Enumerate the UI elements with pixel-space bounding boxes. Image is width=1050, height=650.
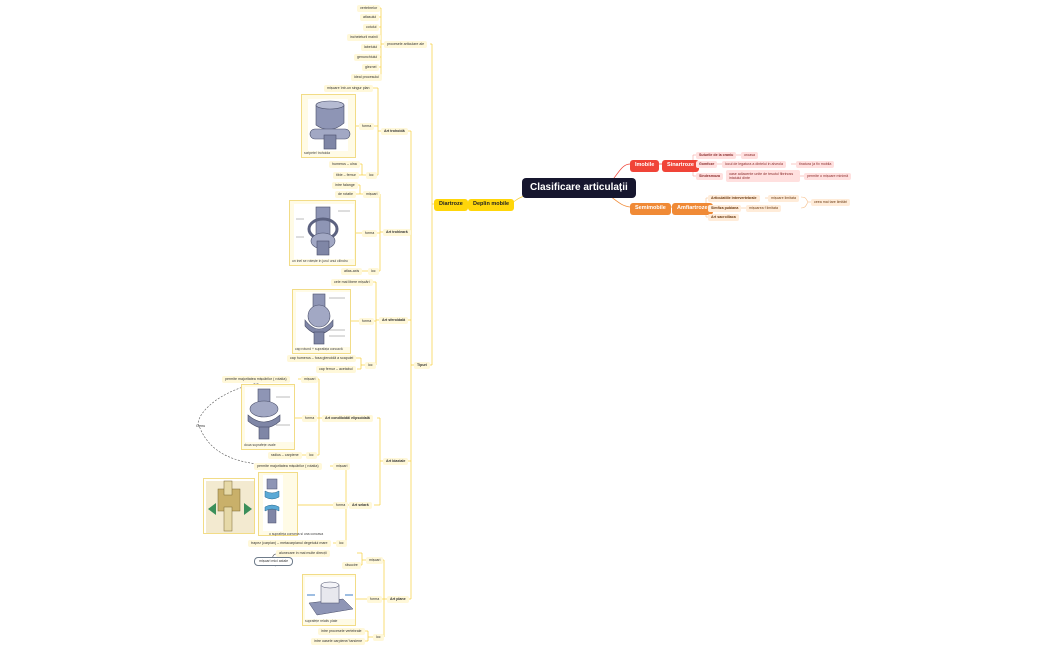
trohleara-misc-item[interactable]: de rotatie (335, 191, 356, 198)
pivot-joint-icon (294, 204, 354, 259)
hinge-joint-figure: scripete/ trohoida (301, 94, 356, 158)
sferoidala-miscare[interactable]: cele mai libere mișcări (331, 279, 373, 286)
procesele-item[interactable]: atlasului (360, 14, 380, 21)
saddle-joint-icon (263, 475, 283, 531)
semimobile-note[interactable]: mișcare limitata (768, 195, 799, 202)
plane-loc-item[interactable]: intre procesele vertebrale (318, 628, 365, 635)
node-tipuri[interactable]: Tipuri (414, 362, 430, 369)
selara-miscari[interactable]: mișcari (333, 463, 351, 470)
plane-loc[interactable]: loc (373, 634, 384, 641)
sindesmoza-note[interactable]: oase adiacente unite de tesutul fibrinos… (726, 170, 800, 182)
trohleara-miscari[interactable]: mișcari (363, 191, 381, 198)
trohoida-loc-item[interactable]: humerus – ulna (329, 161, 360, 168)
condiloida-miscari[interactable]: mișcari (301, 376, 319, 383)
condiloida-loc-item[interactable]: radius – carpiene (268, 452, 302, 459)
branch-diartroze[interactable]: Diartroze (434, 199, 468, 211)
selara-forma[interactable]: forma (333, 502, 349, 509)
trohleara-fig-caption: un inel se rotește in jurul unui cilindr… (292, 259, 348, 263)
trohleara-forma[interactable]: forma (362, 230, 378, 237)
plane-miscari-item[interactable]: alunecare in mai multe direcții (276, 550, 330, 557)
node-selara[interactable]: Art selară (349, 502, 372, 509)
plane-joint-icon (305, 577, 355, 619)
gomfoza-note[interactable]: locul de legatura a dintelui in alveola (722, 161, 786, 168)
saddle-model-figure (203, 478, 255, 534)
plane-fig-caption: suprafețe relativ plate (305, 619, 338, 623)
branch-sinartroze[interactable]: Sinartroze (662, 160, 699, 172)
branch-semimobile[interactable]: Semimobile (630, 203, 671, 215)
trohoida-fig-caption: scripete/ trohoida (304, 151, 331, 155)
selara-loc-item[interactable]: trapez (carpian) – metacarpianul degetul… (248, 540, 331, 547)
trohleara-misc-item[interactable]: intre falange (332, 182, 358, 189)
root-node[interactable]: Clasificare articulații (522, 178, 636, 198)
hinge-joint-icon (308, 99, 351, 151)
branch-deplin-mobile[interactable]: Deplin mobile (468, 199, 515, 211)
condiloida-miscare-item[interactable]: permite majoritatea mișcărilor ( rotatia… (222, 376, 290, 383)
plane-loc-item[interactable]: intre oasele carpiene/ tarsiene (311, 638, 366, 645)
semimobile-shared-note[interactable]: ceea mai tare limitări (811, 199, 851, 206)
node-suturi[interactable]: Suturile de la craniu (696, 152, 737, 159)
selara-miscare-item[interactable]: permite majoritatea mișcărilor ( rotatia… (254, 463, 322, 470)
ball-socket-figure: cap rotund + suprafața concavă (292, 289, 351, 354)
genu-label: Genu (196, 424, 206, 428)
branch-amfiartroze[interactable]: Amfiartroze (672, 203, 713, 215)
node-sindesmoza[interactable]: Sindesmoza (696, 173, 723, 180)
suturi-note[interactable]: oroasa (741, 152, 758, 159)
node-trohoida[interactable]: Art trohoidă (381, 128, 408, 135)
condyloid-joint-figure: doua suprafețe ovale (241, 384, 295, 450)
pivot-joint-figure: un inel se rotește in jurul unui cilindr… (289, 200, 356, 266)
plane-joint-figure: suprafețe relativ plate (302, 574, 356, 626)
plane-forma[interactable]: forma (367, 596, 383, 603)
node-condiloida[interactable]: Art condiloidă/ elipsoidală (322, 415, 373, 422)
plane-miscari[interactable]: mișcari (366, 557, 384, 564)
trohoida-miscare[interactable]: mișcare într-un singur plan (324, 85, 373, 92)
saddle-joint-figure: o suprafeța convexa si una concava (258, 472, 323, 536)
sferoidala-loc[interactable]: loc (365, 362, 376, 369)
sferoidala-loc-item[interactable]: cap humerus – fosa glenoidă a scapulei (287, 355, 357, 362)
node-biaxiale[interactable]: Art biaxiale (383, 458, 409, 465)
trohoida-forma[interactable]: forma (359, 123, 375, 130)
node-plane[interactable]: Art plane (387, 596, 409, 603)
trohleara-loc[interactable]: loc (368, 268, 379, 275)
procesele-item[interactable]: ideal procesului (351, 74, 382, 81)
trohleara-loc-item[interactable]: atlas-axis (341, 268, 363, 275)
node-procesele[interactable]: procesele articulare ale (384, 41, 428, 48)
sferoidala-forma[interactable]: forma (359, 318, 375, 325)
procesele-item[interactable]: genunchiului (354, 54, 381, 61)
condiloida-forma[interactable]: forma (302, 415, 318, 422)
gomfoza-note-2[interactable]: tinatura (a fix mobila (796, 161, 835, 168)
semimobile-item[interactable]: Articulatiile intervertebrale (708, 195, 760, 202)
procesele-item[interactable]: gleznei (362, 64, 380, 71)
sindesmoza-note-2[interactable]: permite o mișcare minimă (804, 173, 852, 180)
node-trohleara[interactable]: Art trohleară (383, 229, 411, 236)
sferoidala-fig-caption: cap rotund + suprafața concavă (295, 347, 343, 351)
selara-fig-caption: o suprafeța convexa si una concava (269, 532, 324, 536)
semimobile-item[interactable]: Art sacroiliaca (708, 214, 739, 221)
condyloid-joint-icon (245, 387, 294, 442)
ball-socket-icon (296, 292, 350, 347)
plane-summary[interactable]: mișcari mici axiale (254, 557, 294, 566)
saddle-model-icon (206, 480, 254, 533)
node-gomfoza[interactable]: Gomfoze (696, 161, 718, 168)
node-sferoidala[interactable]: Art sferoidală (379, 317, 409, 324)
semimobile-note[interactable]: mișcarea f limitata (746, 205, 781, 212)
condiloida-loc[interactable]: loc (306, 452, 317, 459)
sferoidala-loc-item[interactable]: cap femur – acetabul (316, 366, 356, 373)
selara-loc[interactable]: loc (336, 540, 347, 547)
condiloida-fig-caption: doua suprafețe ovale (244, 443, 276, 447)
branch-imobile[interactable]: Imobile (630, 160, 660, 172)
trohoida-loc-item[interactable]: tibie – femur (333, 172, 359, 179)
trohoida-loc[interactable]: loc (366, 172, 377, 179)
procesele-item[interactable]: labelului (361, 44, 381, 51)
procesele-item[interactable]: cotului (363, 24, 380, 31)
procesele-item[interactable]: vertebrelor (357, 5, 381, 12)
plane-miscari-item[interactable]: răsucire (342, 562, 361, 569)
semimobile-item[interactable]: Simfiza pubiana (708, 205, 742, 212)
procesele-item[interactable]: incheieturii mainii (347, 34, 381, 41)
